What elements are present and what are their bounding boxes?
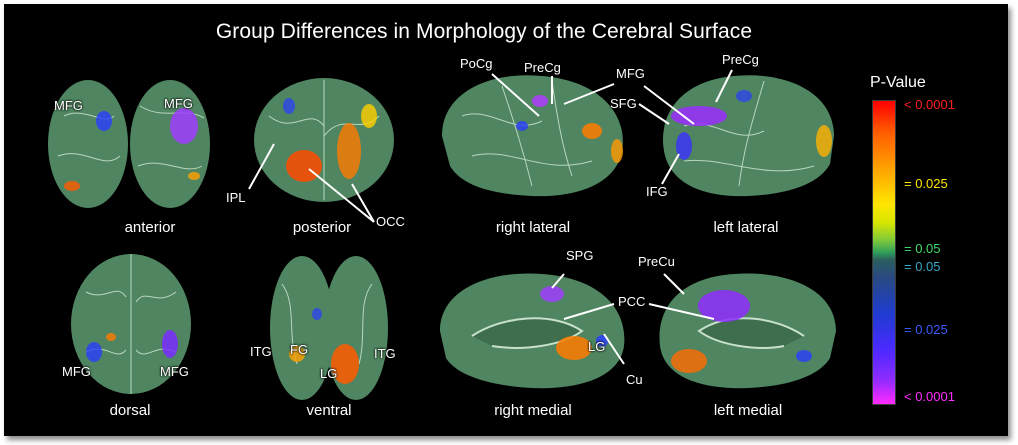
region-label-itg-left: ITG [250,344,272,359]
brain-ventral-view [270,256,388,400]
legend-title: P-Value [870,74,926,91]
region-label-ifg: IFG [646,184,668,199]
view-label-anterior: anterior [124,219,176,236]
view-label-ventral: ventral [306,402,352,419]
legend-tick-05-upper: = 0.05 [904,241,941,256]
region-label-precg-left: PreCg [722,52,759,67]
region-label-sfg: SFG [610,96,637,111]
region-label-mfg-dorsal-right: MFG [160,364,189,379]
region-label-mfg-anterior-right: MFG [164,96,193,111]
figure-title: Group Differences in Morphology of the C… [215,20,753,43]
region-label-lg-medial: LG [588,339,606,354]
brain-anterior-view [48,80,210,208]
brain-dorsal-view [71,254,191,394]
region-label-pocg: PoCg [460,56,493,71]
legend-tick-bottom: < 0.0001 [904,389,955,404]
region-label-lg-ventral: LG [320,366,338,381]
brain-right-lateral-view [442,75,623,197]
view-label-left-lateral: left lateral [713,219,779,236]
region-label-ipl: IPL [226,190,246,205]
brain-left-medial-view [659,273,836,389]
region-label-pcc: PCC [618,294,646,309]
brain-right-medial-view [440,273,625,389]
region-label-mfg-left-lateral: MFG [616,66,645,81]
brain-left-lateral-view [663,75,834,197]
legend-tick-025-lower: = 0.025 [904,322,948,337]
region-label-precu: PreCu [638,254,675,269]
region-label-spg: SPG [566,248,594,263]
region-label-cu: Cu [626,372,643,387]
figure-panel: Group Differences in Morphology of the C… [4,4,1008,436]
region-label-fg: FG [290,342,309,357]
region-label-mfg-dorsal-left: MFG [62,364,91,379]
legend-tick-top: < 0.0001 [904,97,955,112]
p-value-colorbar [872,100,896,405]
region-label-itg-right: ITG [374,346,396,361]
view-label-right-lateral: right lateral [495,219,571,236]
region-label-precg-right: PreCg [524,60,561,75]
view-label-dorsal: dorsal [109,402,151,419]
view-label-left-medial: left medial [713,402,783,419]
view-label-right-medial: right medial [494,402,572,419]
region-label-mfg-anterior-left: MFG [54,98,83,113]
region-label-occ: OCC [376,214,405,229]
legend-tick-025-upper: = 0.025 [904,176,948,191]
legend-tick-05-lower: = 0.05 [904,259,941,274]
view-label-posterior: posterior [292,219,352,236]
leader-lines [248,69,733,365]
brain-posterior-view [254,78,394,202]
